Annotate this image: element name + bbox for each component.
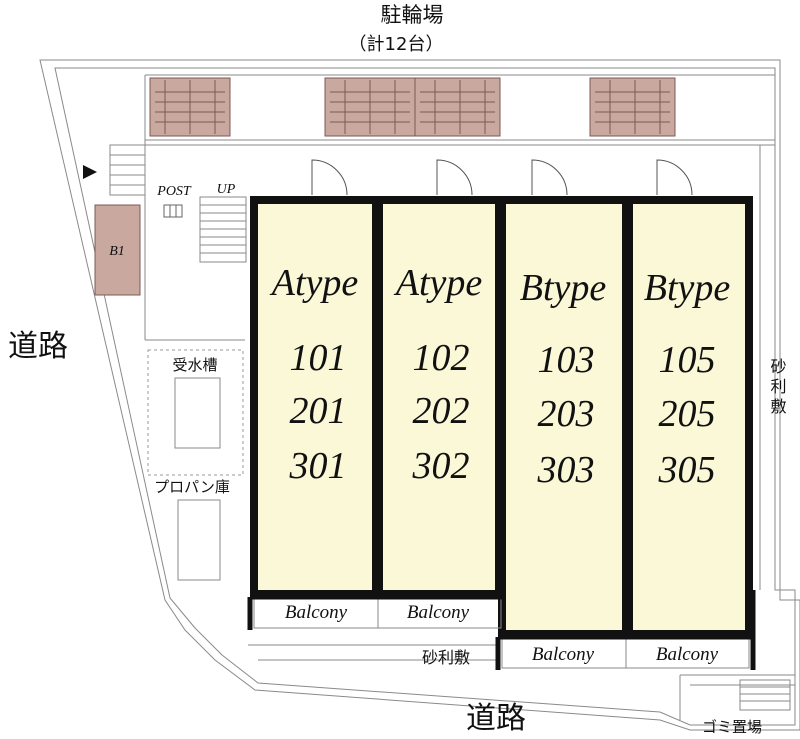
garbage-label: ゴミ置場 (702, 718, 762, 736)
room-number: 105 (659, 339, 716, 381)
entrance-steps (83, 144, 146, 196)
propane-storage (177, 499, 221, 581)
unit-a-102 (375, 196, 503, 598)
road-label-west: 道路 (8, 329, 68, 364)
b1-block (94, 204, 141, 296)
unit-a-101 (250, 196, 380, 598)
parking-count: （計12台） (349, 34, 444, 55)
bike-rack (414, 77, 501, 137)
unit-type-label: Atype (393, 262, 483, 304)
balcony-label: Balcony (656, 644, 719, 665)
room-number: 305 (658, 449, 716, 491)
water-tank-label: 受水槽 (172, 356, 217, 374)
water-tank (174, 377, 221, 449)
unit-type-label: Btype (644, 267, 731, 309)
entrance-arrow-icon (83, 165, 97, 179)
room-number: 102 (413, 337, 470, 379)
propane-label: プロパン庫 (154, 478, 230, 496)
post-label: POST (156, 184, 192, 199)
unit-b-105 (625, 196, 753, 638)
room-number: 201 (290, 390, 347, 432)
unit-b-103 (498, 196, 630, 638)
room-number: 202 (413, 390, 470, 432)
gravel-label-east: 砂利敷 (768, 358, 787, 418)
room-number: 101 (290, 337, 347, 379)
balcony-label: Balcony (532, 644, 595, 665)
balcony-label: Balcony (407, 602, 470, 623)
balcony-label: Balcony (285, 602, 348, 623)
bike-racks (149, 77, 676, 137)
b1-label: B1 (109, 244, 125, 259)
balconies (247, 590, 756, 670)
unit-type-label: Atype (269, 262, 359, 304)
staircase (199, 196, 247, 263)
parking-title: 駐輪場 (381, 3, 444, 27)
mailbox-icon (163, 204, 183, 218)
garbage-bin (739, 679, 791, 711)
water-tank-area (147, 349, 244, 476)
room-number: 302 (412, 445, 470, 487)
door-swings (311, 159, 693, 196)
room-number: 301 (289, 445, 347, 487)
up-label: UP (217, 182, 236, 197)
gravel-label-south: 砂利敷 (422, 648, 470, 667)
room-number: 303 (537, 449, 595, 491)
site-boundary (39, 59, 800, 731)
unit-type-label: Btype (520, 267, 607, 309)
bike-rack (589, 77, 676, 137)
inner-paths (144, 74, 795, 720)
room-number: 203 (538, 393, 595, 435)
room-number: 205 (659, 393, 716, 435)
room-number: 103 (538, 339, 595, 381)
road-label-south: 道路 (466, 701, 526, 736)
